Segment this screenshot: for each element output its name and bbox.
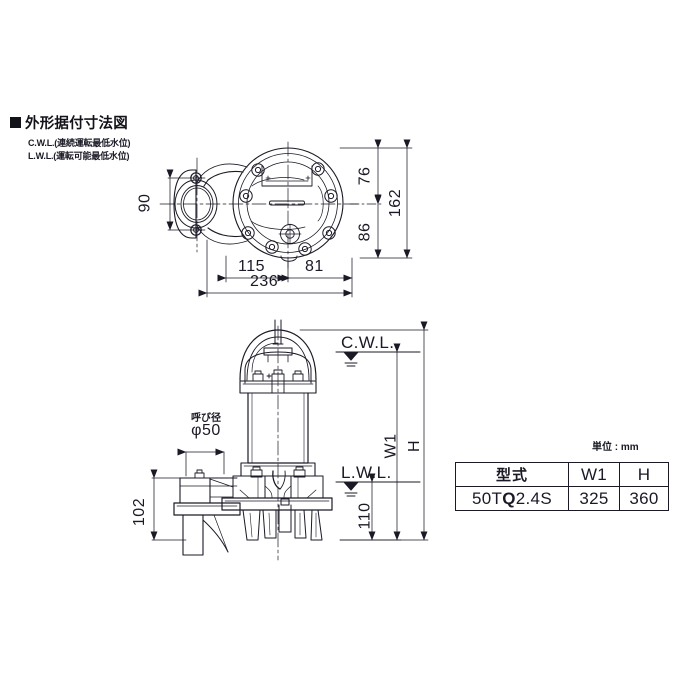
dim-total-depth-162: 162 [387, 188, 405, 218]
dim-base-height-102: 102 [131, 497, 149, 527]
nominal-diameter-value: φ50 [191, 422, 221, 439]
dim-overall-h: H [406, 439, 424, 453]
top-view-centerlines [159, 141, 361, 269]
model-bold-letter: Q [502, 488, 516, 508]
dim-lwl-height-110: 110 [356, 502, 374, 530]
spec-table: 型式 W1 H 50TQ2.4S 325 360 [455, 462, 669, 511]
section-title-row: 外形据付寸法図 [10, 112, 130, 133]
top-view-plan [159, 141, 361, 269]
spec-cell-h: 360 [619, 486, 669, 511]
top-view-dimension-lines [166, 139, 413, 298]
dim-lower-offset-86: 86 [356, 222, 374, 242]
label-lwl: L.W.L. [341, 463, 392, 482]
water-level-symbols [335, 351, 421, 497]
nominal-diameter-callout: 呼び径 φ50 [178, 413, 234, 439]
dim-overall-w1: W1 [382, 433, 400, 459]
dim-left-height-90: 90 [136, 193, 154, 213]
dim-total-width-236: 236 [250, 273, 279, 290]
label-cwl: C.W.L. [341, 333, 395, 352]
dim-upper-offset-76: 76 [356, 166, 374, 186]
model-suffix: 2.4S [515, 488, 552, 508]
spec-table-header-row: 型式 W1 H [455, 462, 669, 487]
spec-header-h: H [619, 462, 669, 487]
unit-note: 単位 : mm [592, 442, 639, 453]
dim-left-width-115: 115 [238, 258, 266, 275]
bullet-square-icon [10, 117, 21, 128]
spec-cell-model: 50TQ2.4S [455, 486, 569, 511]
legend-lwl: L.W.L.(運転可能最低水位) [28, 150, 130, 161]
legend-cwl: C.W.L.(連続運転最低水位) [28, 138, 131, 148]
dim-right-width-81: 81 [305, 258, 324, 275]
front-view-dimension-lines [150, 321, 429, 541]
water-level-legend: C.W.L.(連続運転最低水位) L.W.L.(運転可能最低水位) [28, 137, 130, 162]
table-row: 50TQ2.4S 325 360 [455, 486, 669, 511]
section-title-text: 外形据付寸法図 [25, 116, 128, 132]
model-prefix: 50T [472, 488, 503, 508]
nominal-diameter-label: 呼び径 [191, 413, 221, 424]
spec-header-w1: W1 [568, 462, 620, 487]
spec-header-model: 型式 [455, 462, 569, 487]
front-view-elevation [173, 319, 333, 561]
spec-cell-w1: 325 [568, 486, 620, 511]
section-header: 外形据付寸法図 C.W.L.(連続運転最低水位) L.W.L.(運転可能最低水位… [10, 112, 130, 162]
